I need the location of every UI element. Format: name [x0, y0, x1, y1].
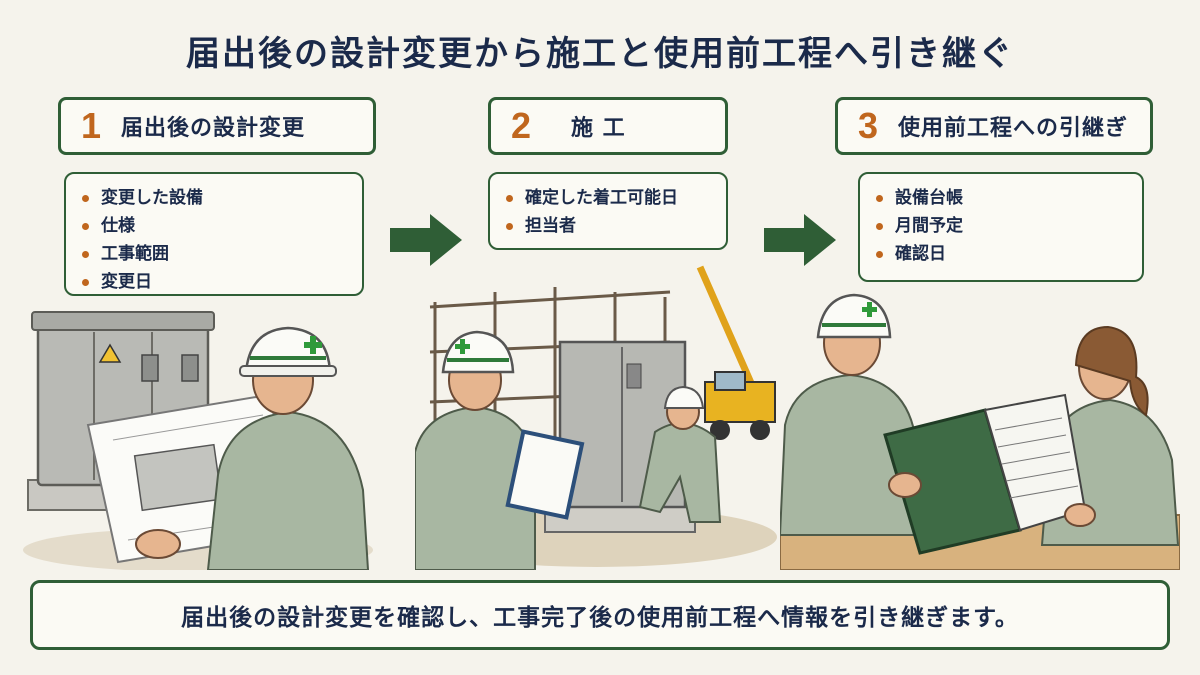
list-item: 確定した着工可能日 — [506, 184, 710, 212]
step-3-header: 3 使用前工程への引継ぎ — [835, 97, 1153, 155]
step-1-label: 届出後の設計変更 — [121, 116, 306, 141]
arrow-right-icon — [390, 214, 462, 266]
step-1-header: 1 届出後の設計変更 — [58, 97, 376, 155]
arrow-right-icon — [764, 214, 836, 266]
bullet-icon — [82, 222, 89, 230]
step-1-number: 1 — [80, 105, 102, 146]
scene-construction-illustration — [415, 265, 777, 570]
bullet-icon — [876, 222, 883, 230]
step-2-label: 施 工 — [571, 116, 626, 141]
list-item: 変更日 — [82, 268, 346, 296]
list-item: 月間予定 — [876, 212, 1126, 240]
step-3-label: 使用前工程への引継ぎ — [898, 116, 1129, 141]
list-item: 変更した設備 — [82, 184, 346, 212]
step-3-list: 設備台帳 月間予定 確認日 — [858, 172, 1144, 282]
page-title: 届出後の設計変更から施工と使用前工程へ引き継ぐ — [186, 34, 1014, 74]
list-item: 設備台帳 — [876, 184, 1126, 212]
list-item: 仕様 — [82, 212, 346, 240]
list-item: 確認日 — [876, 240, 1126, 268]
bullet-icon — [876, 194, 883, 202]
step-2-header: 2 施 工 — [488, 97, 728, 155]
scene-handover-illustration — [780, 293, 1180, 570]
step-1-list: 変更した設備 仕様 工事範囲 変更日 — [64, 172, 364, 296]
bullet-icon — [82, 250, 89, 258]
bullet-icon — [876, 250, 883, 258]
step-3-number: 3 — [857, 105, 879, 146]
bullet-icon — [506, 194, 513, 202]
bullet-icon — [82, 194, 89, 202]
bullet-icon — [82, 278, 89, 286]
list-item: 工事範囲 — [82, 240, 346, 268]
summary-banner: 届出後の設計変更を確認し、工事完了後の使用前工程へ情報を引き継ぎます。 — [30, 580, 1170, 650]
step-2-list: 確定した着工可能日 担当者 — [488, 172, 728, 250]
list-item: 担当者 — [506, 212, 710, 240]
scene-design-review-illustration — [23, 311, 373, 570]
bullet-icon — [506, 222, 513, 230]
step-2-number: 2 — [510, 105, 532, 146]
